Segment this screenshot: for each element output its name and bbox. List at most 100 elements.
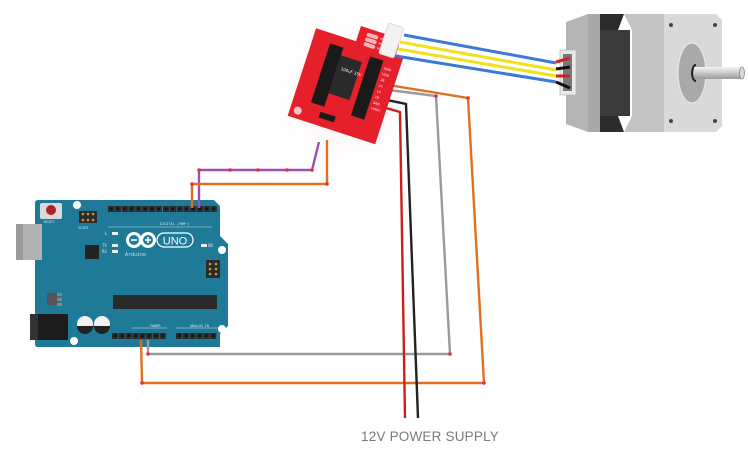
header-socket: [144, 207, 147, 210]
wire-bend-point: [228, 168, 232, 172]
header-socket: [114, 334, 117, 337]
mount-hole: [293, 106, 302, 115]
icsp2-header: [79, 211, 97, 223]
motor-lead-black: [555, 65, 571, 71]
coil-1a[interactable]: [403, 33, 557, 65]
jumper-m2: [365, 37, 377, 45]
header-socket: [120, 334, 124, 337]
header-socket: [148, 334, 151, 337]
header-socket: [150, 207, 154, 210]
usb-chip: [85, 245, 99, 259]
reset-button-cap[interactable]: [46, 205, 56, 215]
motor-screw: [669, 23, 673, 27]
power-supply-label: 12V POWER SUPPLY: [361, 429, 499, 444]
usb-port-side: [16, 224, 23, 260]
svg-text:TX: TX: [102, 243, 107, 248]
icsp2-label: ICSP2: [78, 226, 89, 230]
motor-back-edge: [588, 14, 600, 132]
coil-wires: [395, 33, 557, 84]
driver-header-left: [310, 43, 344, 107]
label-vmot: VMOT: [370, 106, 380, 113]
motor-shaft-end: [739, 66, 745, 80]
header-socket: [110, 207, 113, 210]
header-socket: [116, 207, 120, 210]
led-l: L: [105, 231, 118, 236]
driver-capacitor: [328, 55, 362, 101]
stepper-motor: [555, 14, 745, 132]
arduino-brand-text: Arduino: [125, 252, 146, 258]
arduino-uno-board: RESET ICSP2 DIGITAL (PWM~) L TX RX: [16, 200, 228, 347]
motor-connector-pins: [563, 54, 572, 91]
header-socket: [178, 334, 181, 337]
analog-label: ANALOG IN: [190, 324, 209, 328]
header-socket: [141, 334, 144, 337]
motor-screw: [713, 119, 717, 123]
label-m3: M3: [376, 46, 382, 51]
step-wire[interactable]: [197, 141, 321, 208]
motor-shaft: [694, 67, 742, 79]
label-1a: 1A: [376, 89, 382, 94]
arduino-logo: UNO Arduino: [125, 232, 194, 258]
label-2a: 2A: [378, 83, 384, 88]
wire-bend-point: [310, 168, 314, 172]
wire-joints: [140, 94, 486, 385]
wire-bend-point: [466, 96, 470, 100]
coil-2b[interactable]: [395, 54, 557, 84]
label-m1: M1: [379, 37, 385, 42]
driver-header-right: [350, 56, 384, 120]
wire-bend-point: [482, 381, 486, 385]
header-socket: [130, 207, 133, 210]
header-socket: [205, 334, 208, 337]
digital-label: DIGITAL (PWM~): [160, 222, 190, 226]
atmega328-chip: [113, 295, 217, 309]
icsp-header: [206, 260, 220, 278]
label-1b: 1B: [374, 95, 379, 100]
arduino-pcb: [35, 200, 228, 347]
power-jack-side: [30, 314, 38, 340]
led-on: ON: [201, 243, 213, 248]
header-socket: [157, 207, 160, 210]
wire-bend-point: [140, 381, 144, 385]
wire-bend-point: [325, 182, 329, 186]
uno-badge: [156, 232, 194, 248]
svg-text:RX: RX: [102, 249, 107, 254]
header-socket: [137, 207, 140, 210]
wire-bend-point: [146, 352, 150, 356]
coil-2a[interactable]: [397, 47, 557, 78]
header-socket: [185, 207, 188, 210]
led-tx: TX: [102, 243, 118, 248]
power-label: POWER: [150, 324, 161, 328]
driver-motor-connector: [378, 23, 404, 59]
reset-label: RESET: [44, 220, 55, 224]
label-2b: 2B: [380, 78, 385, 83]
header-socket: [184, 334, 188, 337]
jumper-m1: [366, 32, 379, 40]
dir-wire[interactable]: [190, 140, 329, 208]
label-gnd2: GND: [372, 101, 381, 107]
wire-bend-point: [190, 182, 194, 186]
motor-lead-red: [555, 56, 571, 64]
label-m2: M2: [378, 41, 384, 46]
svg-text:ON: ON: [208, 243, 213, 248]
mount-hole: [70, 337, 78, 345]
header-socket: [123, 207, 126, 210]
wire-bend-point: [197, 168, 201, 172]
header-socket: [165, 207, 168, 210]
label-vdd: VDD: [382, 72, 390, 78]
svg-text:L: L: [105, 231, 108, 236]
driver-bottom-header: [318, 111, 336, 123]
analog-header[interactable]: [176, 333, 217, 339]
jumper-m3: [363, 42, 376, 49]
motor-screw: [669, 119, 673, 123]
header-socket: [134, 334, 137, 337]
a4988-driver-board: M1 M2 M3 100uF 35V GND VDD 2B 2A 1A 1B G…: [287, 26, 404, 145]
digital-header[interactable]: [108, 206, 217, 212]
power-header[interactable]: [112, 333, 166, 339]
mount-hole: [218, 325, 226, 333]
header-socket: [178, 207, 181, 210]
coil-1b[interactable]: [399, 40, 557, 72]
mount-hole: [218, 246, 226, 254]
header-socket: [191, 334, 194, 337]
header-socket: [192, 207, 195, 210]
uno-text: UNO: [163, 236, 188, 248]
